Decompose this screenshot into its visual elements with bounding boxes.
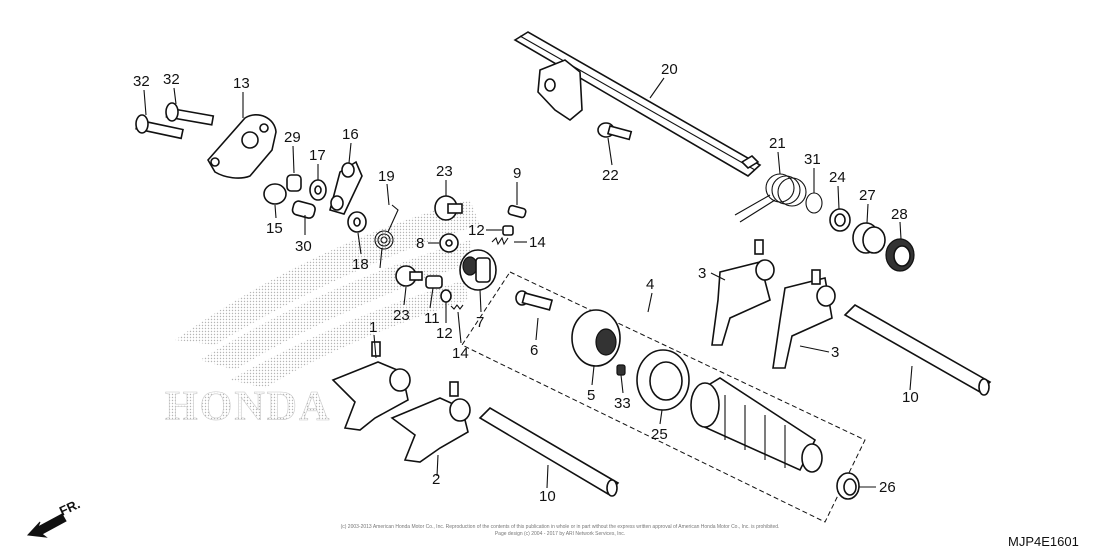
- bearing-26: [836, 472, 860, 500]
- callout-23-lower: 23: [393, 307, 410, 324]
- clip-31: [805, 192, 823, 214]
- honda-wing-watermark: HONDA: [165, 200, 480, 430]
- spring-14-upper: [491, 236, 509, 246]
- callout-26: 26: [879, 479, 896, 496]
- shift-fork-2: [390, 381, 471, 463]
- watermark-text: HONDA: [165, 384, 331, 430]
- callout-13: 13: [233, 75, 250, 92]
- callout-9: 9: [513, 165, 521, 182]
- callout-19: 19: [378, 168, 395, 185]
- callout-30: 30: [295, 238, 312, 255]
- shift-cam-7: [459, 249, 497, 291]
- return-spring-21: [734, 173, 807, 223]
- callout-labels: 32 32 13 29 16 17 15 30 18 19 23 9 12 14…: [133, 61, 919, 505]
- pin-33: [616, 364, 626, 376]
- bolt-32-lower: [135, 114, 184, 140]
- stopper-plate-13: [207, 114, 277, 179]
- callout-10-left: 10: [539, 488, 556, 505]
- shift-spindle-20: [513, 31, 762, 177]
- collar-30: [291, 200, 316, 219]
- callout-14-lower: 14: [452, 345, 469, 362]
- shift-drum-4: [690, 377, 823, 473]
- shift-fork-1: [331, 341, 411, 431]
- callout-7: 7: [476, 314, 484, 331]
- pin-9: [507, 204, 527, 219]
- leader-lines: [143, 77, 913, 489]
- front-direction-arrow: FR.: [26, 496, 82, 538]
- callout-6: 6: [530, 342, 538, 359]
- callout-33: 33: [614, 395, 631, 412]
- callout-29: 29: [284, 129, 301, 146]
- callout-23-upper: 23: [436, 163, 453, 180]
- callout-24: 24: [829, 169, 846, 186]
- callout-15: 15: [266, 220, 283, 237]
- callout-21: 21: [769, 135, 786, 152]
- callout-25: 25: [651, 426, 668, 443]
- callout-12-upper: 12: [468, 222, 485, 239]
- copyright-line-1: (c) 2003-2013 American Honda Motor Co., …: [341, 524, 780, 530]
- callout-11: 11: [424, 310, 440, 327]
- callout-22: 22: [602, 167, 619, 184]
- callout-18: 18: [352, 256, 369, 273]
- callout-10-right: 10: [902, 389, 919, 406]
- oil-seal-28: [885, 238, 915, 272]
- bearing-25: [636, 349, 690, 411]
- callout-27: 27: [859, 187, 876, 204]
- bolt-23-upper: [434, 195, 463, 221]
- callout-32-upper-left: 32: [133, 73, 150, 90]
- bearing-27: [852, 222, 886, 254]
- callout-8: 8: [416, 235, 424, 252]
- shift-fork-3-upper: [711, 239, 775, 346]
- pin-29: [286, 174, 302, 192]
- fr-label: FR.: [57, 496, 82, 518]
- callout-20: 20: [661, 61, 678, 78]
- callout-1: 1: [369, 319, 377, 336]
- fork-shaft-10-left: [478, 406, 620, 497]
- bolt-23-lower: [395, 265, 423, 287]
- callout-3-upper: 3: [698, 265, 706, 282]
- callout-5: 5: [587, 387, 595, 404]
- diagram-code: MJP4E1601: [1008, 534, 1079, 549]
- spring-19: [374, 204, 399, 269]
- callout-17: 17: [309, 147, 326, 164]
- callout-31: 31: [804, 151, 821, 168]
- callout-2: 2: [432, 471, 440, 488]
- callout-4: 4: [646, 276, 654, 293]
- shift-fork-3-lower: [772, 269, 836, 369]
- copyright-line-2: Page design (c) 2004 - 2017 by ARI Netwo…: [495, 531, 625, 537]
- pin-12-upper: [502, 225, 514, 236]
- star-plate-5: [571, 309, 621, 367]
- callout-32: 32: [163, 71, 180, 88]
- callout-12-lower: 12: [436, 325, 453, 342]
- callout-16: 16: [342, 126, 359, 143]
- callout-14-upper: 14: [529, 234, 546, 251]
- spring-14-lower: [450, 304, 464, 310]
- plate-13-hole: [241, 131, 259, 149]
- fork-shaft-10-right: [843, 304, 992, 396]
- collar-11: [425, 275, 443, 289]
- callout-3-lower: 3: [831, 344, 839, 361]
- callout-28: 28: [891, 206, 908, 223]
- pin-12-lower: [440, 289, 452, 303]
- bolt-32-upper: [165, 102, 215, 126]
- drum-assembly-frame: [461, 271, 866, 523]
- bolt-6: [515, 290, 554, 311]
- bolt-22: [597, 122, 633, 141]
- collar-15: [263, 183, 287, 205]
